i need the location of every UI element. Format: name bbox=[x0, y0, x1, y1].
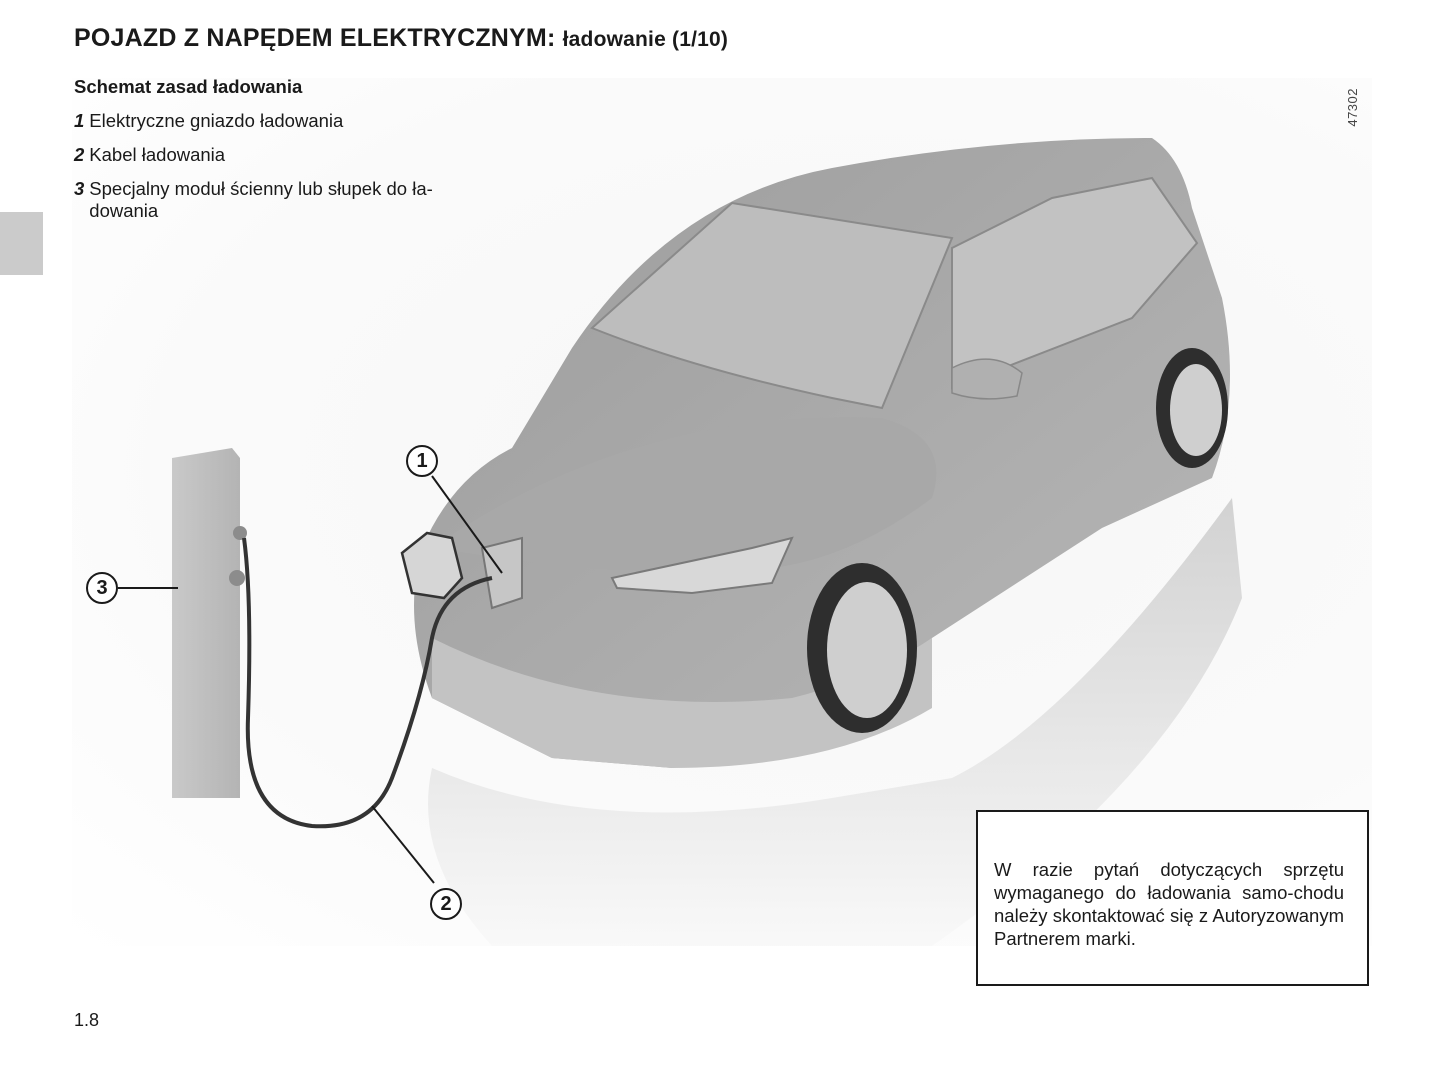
legend-item-number: 3 bbox=[74, 178, 85, 199]
legend-heading: Schemat zasad ładowania bbox=[74, 76, 303, 97]
page-number: 1.8 bbox=[74, 1010, 100, 1030]
charging-diagram-figure bbox=[72, 78, 1372, 946]
legend-item-label: Elektryczne gniazdo ładowania bbox=[89, 110, 344, 131]
legend-item-label: Kabel ładowania bbox=[89, 144, 226, 165]
callout-1-leader bbox=[431, 475, 503, 574]
figure-legend: Schemat zasad ładowania 1 Elektryczne gn… bbox=[74, 76, 484, 234]
info-note-box: W razie pytań dotyczących sprzętu wymaga… bbox=[976, 810, 1369, 986]
windshield bbox=[590, 201, 954, 410]
front-wheel-rim bbox=[827, 582, 907, 718]
rear-wheel-rim bbox=[1170, 364, 1222, 456]
info-note-text: W razie pytań dotyczących sprzętu wymaga… bbox=[994, 859, 1344, 949]
chapter-tab-marker bbox=[0, 212, 43, 275]
legend-item: 3 Specjalny moduł ścienny lub słupek do … bbox=[74, 178, 484, 222]
legend-item-label: Specjalny moduł ścienny lub słupek do ła… bbox=[89, 178, 433, 221]
charging-cable bbox=[242, 537, 493, 829]
callout-2: 2 bbox=[430, 888, 462, 920]
legend-item: 1 Elektryczne gniazdo ładowania bbox=[74, 110, 484, 132]
page-title: POJAZD Z NAPĘDEM ELEKTRYCZNYM: ładowanie… bbox=[74, 24, 728, 53]
callout-1: 1 bbox=[406, 445, 438, 477]
figure-reference-code: 47302 bbox=[1345, 88, 1360, 127]
hood bbox=[432, 417, 937, 572]
charging-post bbox=[172, 448, 240, 798]
car-charging-illustration bbox=[118, 138, 1242, 946]
legend-item-number: 2 bbox=[74, 144, 85, 165]
page-title-main: POJAZD Z NAPĘDEM ELEKTRYCZNYM: bbox=[74, 24, 556, 52]
callout-3: 3 bbox=[86, 572, 118, 604]
callout-2-leader bbox=[371, 805, 435, 884]
legend-item-number: 1 bbox=[74, 110, 85, 131]
page-title-sub: ładowanie (1/10) bbox=[562, 28, 729, 51]
front-bumper bbox=[432, 638, 932, 768]
side-mirror bbox=[951, 358, 1023, 400]
charging-flap bbox=[400, 531, 464, 600]
legend-item: 2 Kabel ładowania bbox=[74, 144, 484, 166]
headlight bbox=[610, 536, 794, 595]
